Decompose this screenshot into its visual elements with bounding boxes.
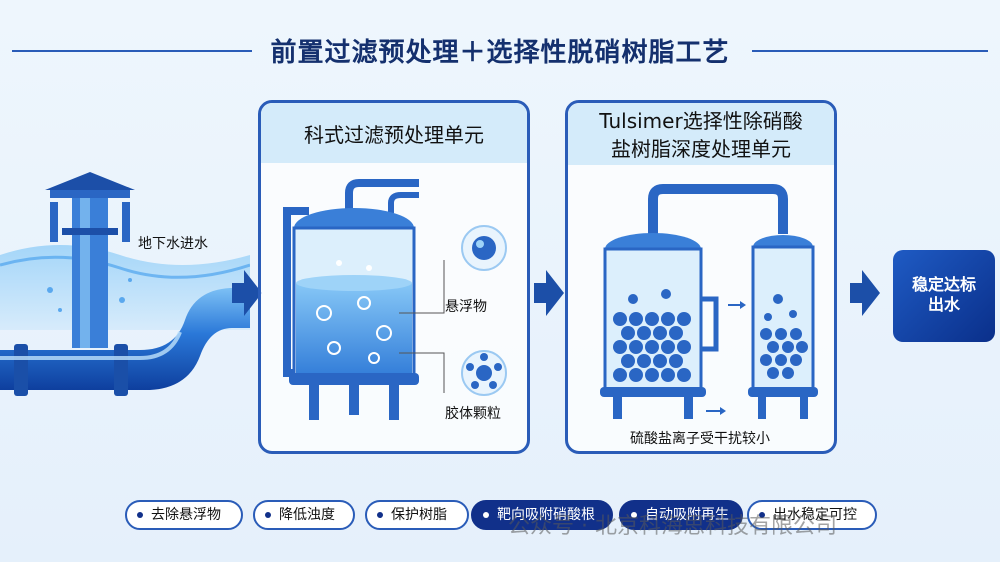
feature-pill-3: 保护树脂: [365, 500, 469, 530]
title-divider-right: [752, 50, 988, 52]
feature-pill-6: 出水稳定可控: [747, 500, 877, 530]
resin-columns-illustration: [600, 184, 818, 419]
bullet-dot-icon: [377, 512, 383, 518]
feature-pill-5: 自动吸附再生: [619, 500, 743, 530]
resin-unit-heading-line1: Tulsimer选择性除硝酸: [599, 109, 803, 133]
watermark: 公众号 · 北京科海思科技有限公司: [508, 514, 837, 539]
resin-unit-heading: Tulsimer选择性除硝酸 盐树脂深度处理单元: [568, 103, 834, 165]
flow-arrow-3: [850, 270, 880, 316]
feature-label: 降低浊度: [279, 507, 335, 523]
feature-pill-1: 去除悬浮物: [125, 500, 243, 530]
feature-label: 靶向吸附硝酸根: [497, 507, 595, 523]
bullet-dot-icon: [483, 512, 489, 518]
title-bar: 前置过滤预处理＋选择性脱硝树脂工艺: [0, 30, 1000, 70]
bullet-dot-icon: [631, 512, 637, 518]
filter-tank-illustration: [283, 179, 507, 420]
filter-unit-heading: 科式过滤预处理单元: [261, 103, 527, 163]
intake-illustration: [0, 172, 250, 396]
output-result-box: 稳定达标 出水: [893, 250, 995, 342]
filter-unit-panel: 科式过滤预处理单元: [258, 100, 530, 454]
output-line2: 出水: [927, 295, 960, 314]
resin-unit-heading-line2: 盐树脂深度处理单元: [611, 137, 791, 161]
label-colloid-particles: 胶体颗粒: [445, 406, 501, 422]
feature-pill-4: 靶向吸附硝酸根: [471, 500, 613, 530]
output-line1: 稳定达标: [911, 275, 976, 294]
title-divider-left: [12, 50, 252, 52]
feature-label: 去除悬浮物: [151, 507, 221, 523]
intake-label: 地下水进水: [138, 236, 208, 252]
resin-unit-panel: Tulsimer选择性除硝酸 盐树脂深度处理单元: [565, 100, 837, 454]
feature-label: 保护树脂: [391, 507, 447, 523]
label-suspended-solids: 悬浮物: [445, 299, 487, 315]
page-title: 前置过滤预处理＋选择性脱硝树脂工艺: [270, 38, 730, 68]
feature-label: 出水稳定可控: [773, 507, 857, 523]
feature-label: 自动吸附再生: [645, 507, 729, 523]
bullet-dot-icon: [265, 512, 271, 518]
bullet-dot-icon: [759, 512, 765, 518]
flow-arrow-2: [534, 270, 564, 316]
flow-arrow-1: [232, 270, 262, 316]
bullet-dot-icon: [137, 512, 143, 518]
feature-pill-2: 降低浊度: [253, 500, 355, 530]
resin-note: 硫酸盐离子受干扰较小: [630, 431, 770, 447]
